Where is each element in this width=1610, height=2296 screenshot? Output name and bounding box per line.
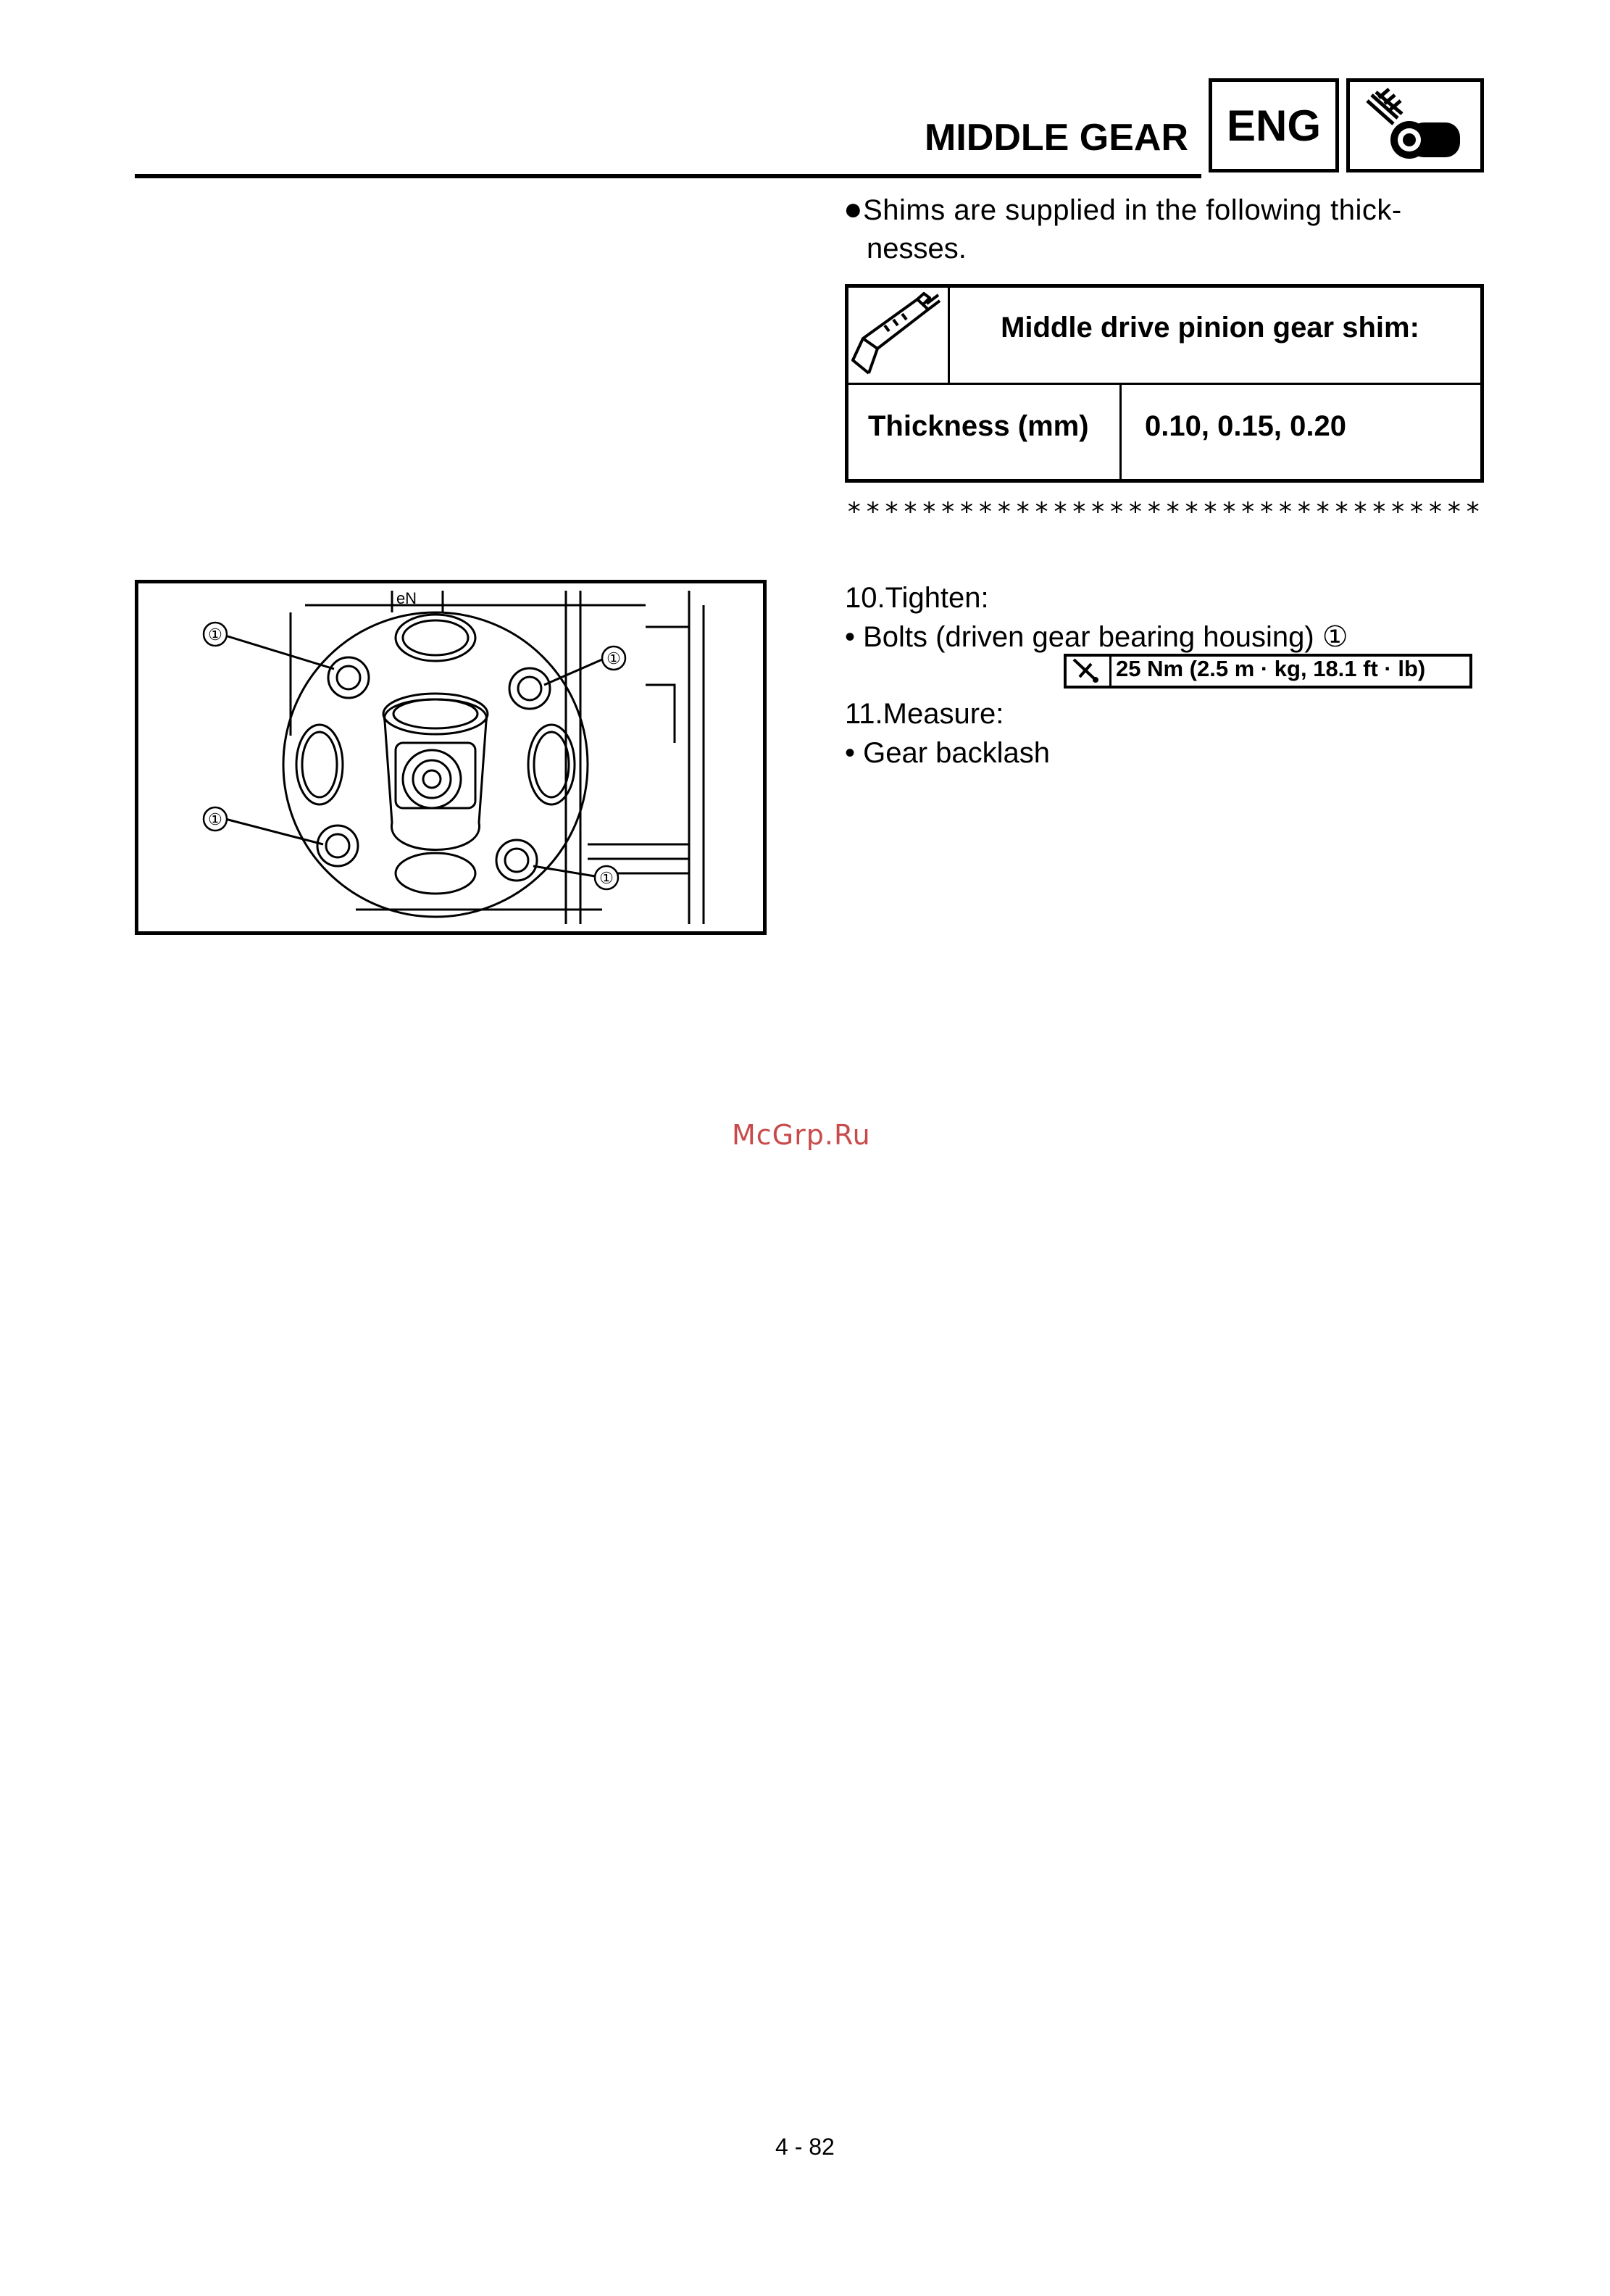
table-column-divider	[1119, 384, 1122, 480]
callout-label: ①	[599, 869, 614, 887]
table-divider	[950, 383, 1480, 385]
stamp-label: eN	[396, 589, 417, 607]
note-line-1: ●Shims are supplied in the following thi…	[843, 190, 1496, 230]
chapter-tab: ENG	[1209, 78, 1339, 172]
step-11-item: • Gear backlash	[845, 737, 1051, 769]
bullet-dot: ●	[843, 191, 864, 227]
step-10-title: 10.Tighten:	[845, 582, 989, 614]
section-title: MIDDLE GEAR	[925, 117, 1188, 159]
bearing-housing-illustration: ① ① ① ① eN	[135, 580, 767, 935]
callout-label: ①	[606, 649, 621, 667]
separator-stars: **********************************	[846, 497, 1484, 527]
torque-wrench-icon	[1067, 657, 1111, 686]
note-text-2: nesses.	[867, 233, 967, 265]
caliper-icon	[848, 288, 950, 384]
engine-icon	[1346, 78, 1484, 172]
note-text-1: Shims are supplied in the following thic…	[863, 194, 1402, 226]
chapter-tab-label: ENG	[1226, 101, 1322, 150]
page-number: 4 - 82	[775, 2134, 835, 2160]
header-rule	[135, 174, 1201, 178]
spec-table	[845, 284, 1484, 483]
callout-label: ①	[208, 625, 222, 644]
callout-label: ①	[208, 810, 222, 828]
table-divider	[848, 383, 950, 385]
spec-title: Middle drive pinion gear shim:	[1001, 312, 1419, 344]
spec-value: 0.10, 0.15, 0.20	[1145, 410, 1347, 442]
spec-label: Thickness (mm)	[868, 410, 1089, 442]
watermark: McGrp.Ru	[732, 1119, 871, 1151]
torque-value: 25 Nm (2.5 m · kg, 18.1 ft · lb)	[1116, 656, 1426, 681]
step-11-title: 11.Measure:	[845, 698, 1004, 730]
step-10-item: • Bolts (driven gear bearing housing) ①	[845, 621, 1348, 653]
torque-spec-box	[1064, 654, 1472, 689]
